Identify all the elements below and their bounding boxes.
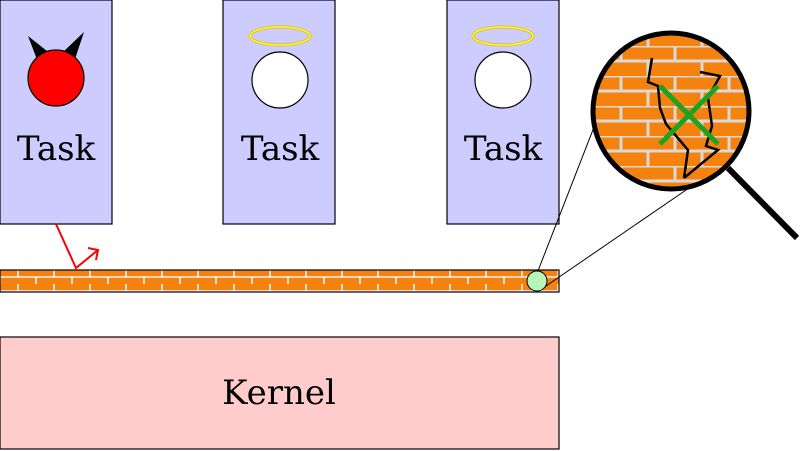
magnifier-lines: [535, 103, 690, 287]
brick-wall: [0, 269, 560, 293]
face-circle: [251, 51, 309, 109]
attack-arrow: [55, 223, 100, 270]
breach-point: [526, 270, 548, 292]
wall-crack: [646, 57, 722, 179]
task-label: Task: [17, 129, 96, 169]
kernel-label: Kernel: [222, 373, 336, 413]
kernel-box: Kernel: [0, 336, 560, 450]
task-box-benign: Task: [222, 0, 336, 225]
task-label: Task: [241, 129, 320, 169]
devil-icon: [27, 32, 85, 107]
blocked-cross-icon: [658, 84, 720, 146]
magnifying-glass-icon: [590, 30, 800, 241]
task-label: Task: [464, 129, 543, 169]
task-box-benign: Task: [446, 0, 560, 225]
task-box-malicious: Task: [0, 0, 113, 225]
face-circle: [474, 51, 532, 109]
